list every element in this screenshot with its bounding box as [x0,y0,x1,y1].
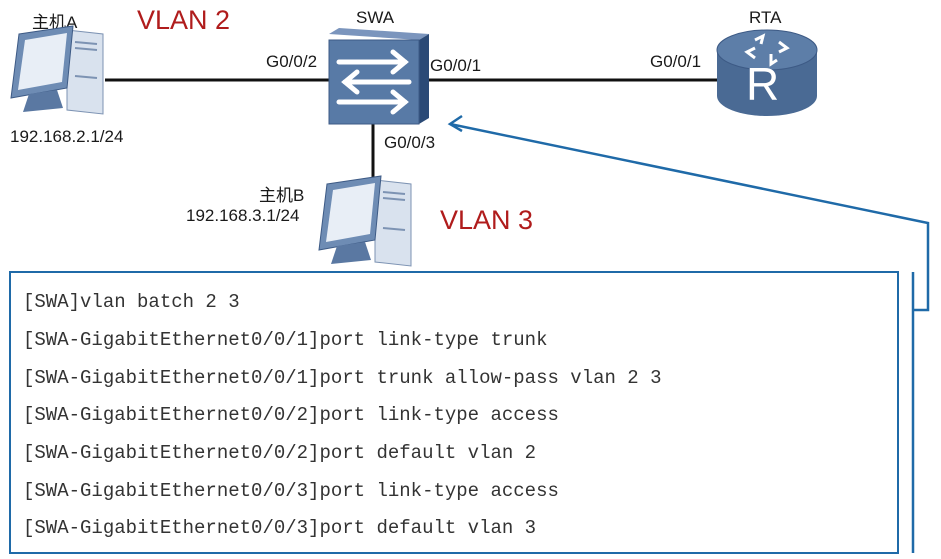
router-glyph: R [746,58,780,110]
config-line: [SWA-GigabitEthernet0/0/1]port trunk all… [23,367,662,389]
callout-arrow-line [449,122,930,312]
port-g002-label: G0/0/2 [266,52,318,71]
config-line: [SWA-GigabitEthernet0/0/3]port default v… [23,517,537,539]
config-line: [SWA]vlan batch 2 3 [23,291,240,313]
config-line: [SWA-GigabitEthernet0/0/3]port link-type… [23,480,559,502]
config-line: [SWA-GigabitEthernet0/0/2]port link-type… [23,404,559,426]
config-line: [SWA-GigabitEthernet0/0/2]port default v… [23,442,537,464]
host-b-ip: 192.168.3.1/24 [186,206,300,225]
switch-name: SWA [356,8,395,27]
vlan3-label: VLAN 3 [440,205,534,235]
callout-arrow-head [447,114,463,133]
router-icon[interactable] [715,28,819,118]
host-b-pc-icon[interactable] [313,172,418,270]
config-line: [SWA-GigabitEthernet0/0/1]port link-type… [23,329,548,351]
host-b-name: 主机B [259,186,305,205]
vlan2-label: VLAN 2 [137,5,231,35]
host-a-ip: 192.168.2.1/24 [10,127,124,146]
port-g001-rta-label: G0/0/1 [650,52,702,71]
port-g003-label: G0/0/3 [384,133,436,152]
switch-icon[interactable] [325,28,430,128]
router-name: RTA [749,8,782,27]
config-commands-box: [SWA]vlan batch 2 3 [SWA-GigabitEthernet… [9,271,899,554]
port-g001-swa-label: G0/0/1 [430,56,482,75]
host-a-pc-icon[interactable] [5,22,110,117]
